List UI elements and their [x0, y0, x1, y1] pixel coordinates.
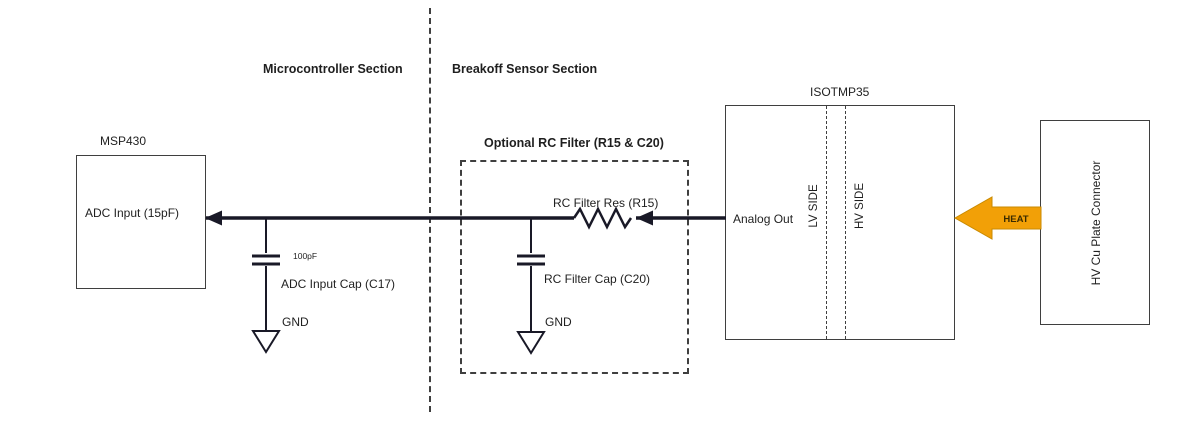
breakoff-sensor-section-label: Breakoff Sensor Section [452, 62, 598, 76]
heat-arrow [953, 196, 1042, 240]
section-divider-dashed-line [429, 8, 431, 412]
arrowhead-to-msp430 [205, 210, 222, 226]
hv-cu-plate-connector-block: HV Cu Plate Connector [1040, 120, 1150, 325]
hv-side-label: HV SIDE [854, 182, 866, 230]
lv-side-label: LV SIDE [808, 184, 820, 228]
adc-cap-value-label: 100pF [293, 251, 318, 261]
isotmp35-block: Analog Out LV SIDE HV SIDE [725, 105, 955, 340]
adc-cap-label: ADC Input Cap (C17) [281, 277, 396, 291]
rc-filter-title: Optional RC Filter (R15 & C20) [484, 136, 664, 150]
rc-filter-gnd-label: GND [545, 315, 572, 329]
hv-cu-plate-connector-label: HV Cu Plate Connector [1089, 160, 1103, 286]
rc-filter-dashed-box [460, 160, 689, 374]
isolation-barrier-dashed-line-left [826, 106, 827, 339]
heat-arrow-label: HEAT [1003, 214, 1028, 225]
isolation-barrier-dashed-line-right [845, 106, 846, 339]
analog-out-label: Analog Out [733, 212, 794, 226]
msp430-block: ADC Input (15pF) [76, 155, 206, 289]
rc-filter-res-label: RC Filter Res (R15) [553, 196, 659, 210]
isotmp35-title: ISOTMP35 [810, 85, 870, 99]
microcontroller-section-label: Microcontroller Section [263, 62, 403, 76]
gnd-symbol-c17 [251, 330, 281, 354]
msp430-title: MSP430 [100, 134, 147, 148]
rc-filter-cap-label: RC Filter Cap (C20) [544, 272, 651, 286]
adc-cap-gnd-label: GND [282, 315, 309, 329]
adc-input-pin-label: ADC Input (15pF) [85, 206, 180, 220]
